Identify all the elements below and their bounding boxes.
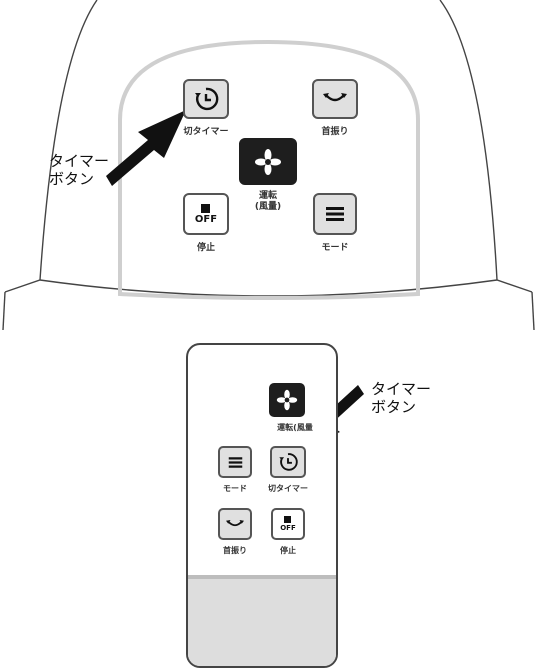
remote-timer-button[interactable] [270,446,306,478]
remote-off-label: 停止 [280,546,296,555]
callout-bottom-line2: ボタン [371,398,417,416]
heater-body-outline-right [439,0,498,281]
remote-run-label: 運転(風量 [277,423,313,432]
off-button[interactable]: OFF [183,193,229,235]
callout-top-line2: ボタン [49,170,95,188]
menu-icon [326,207,344,221]
fan-icon [255,148,281,175]
off-icon: OFF [194,203,218,225]
swing-label: 首振り [321,127,349,137]
run-fan-button[interactable] [239,138,297,185]
heater-body-outline [39,0,98,281]
swing-icon [323,93,347,102]
swing-button[interactable] [312,79,358,119]
timer-clock-icon [195,87,219,111]
remote-swing-label: 首振り [223,546,247,555]
callout-arrow-top [106,110,186,186]
timer-clock-icon [279,453,298,471]
run-label-line2: (風量) [254,202,282,212]
mode-label: モード [321,243,349,253]
remote-bottom-panel [188,575,336,666]
off-label: 停止 [196,243,215,253]
mode-button[interactable] [313,193,357,235]
run-label-line1: 運転 [258,191,277,201]
remote-off-icon-text: OFF [280,524,296,532]
heater-base-right-edge [531,291,535,331]
control-panel-outline [118,39,420,300]
callout-timer-top: タイマー ボタン [49,152,109,188]
callout-top-line1: タイマー [49,152,110,170]
remote-timer-label: 切タイマー [268,484,308,493]
remote-off-button[interactable]: OFF [271,508,305,540]
remote-mode-label: モード [223,484,247,493]
off-icon-text: OFF [194,213,218,225]
off-icon: OFF [280,516,296,532]
remote-swing-button[interactable] [218,508,252,540]
stop-square-icon [284,516,292,523]
menu-icon [228,456,242,468]
remote-control [186,343,338,668]
heater-base-outline [4,279,533,297]
remote-mode-button[interactable] [218,446,252,478]
fan-icon [276,389,298,411]
heater-base-left-edge [2,291,6,331]
swing-icon [226,519,244,526]
stop-square-icon [201,203,211,213]
timer-button[interactable] [183,79,229,119]
remote-run-fan-button[interactable] [269,383,305,417]
timer-label: 切タイマー [183,127,229,137]
callout-timer-bottom: タイマー ボタン [371,380,431,416]
callout-bottom-line1: タイマー [371,380,432,398]
